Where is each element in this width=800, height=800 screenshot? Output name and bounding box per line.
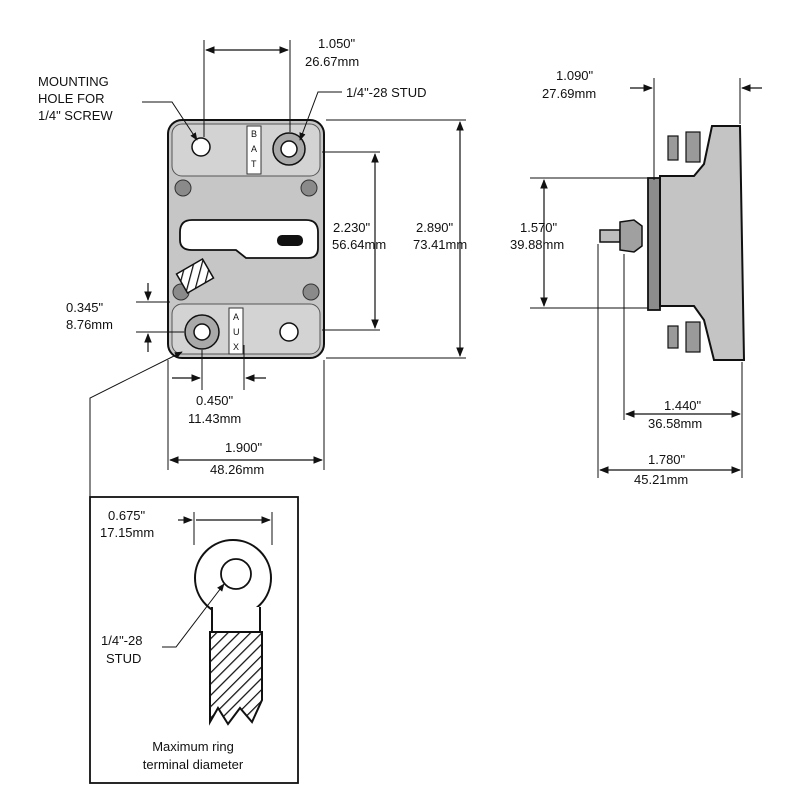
stud-label: 1/4"-28 STUD	[346, 85, 426, 100]
side-bottom-stud	[667, 325, 679, 349]
bat-label-strip	[246, 125, 262, 175]
ring-terminal-hole	[220, 558, 252, 590]
leader-lines	[89, 91, 342, 500]
manual-trip-button	[175, 257, 215, 295]
ring-terminal-barrel	[209, 631, 263, 726]
dim-overall-depth-inch: 1.780"	[648, 452, 686, 467]
dim-hole-inset-inch: 0.450"	[196, 393, 234, 408]
dim-inner-height-inch: 2.230"	[333, 220, 371, 235]
aux-stud-inner	[193, 323, 211, 341]
dim-inner-height-mm: 56.64mm	[332, 237, 386, 252]
dim-stud-spacing-mm: 26.67mm	[305, 54, 359, 69]
bat-letter: T	[251, 159, 257, 169]
dim-hole-offset-mm: 8.76mm	[66, 317, 113, 332]
side-view	[599, 125, 746, 361]
screw-icon	[174, 179, 192, 197]
dim-hole-inset-mm: 11.43mm	[188, 411, 241, 426]
screw-icon	[300, 179, 318, 197]
dim-base-depth-mm: 36.58mm	[648, 416, 702, 431]
aux-label-strip	[228, 307, 244, 355]
side-stud-shaft	[599, 229, 621, 243]
side-top-stud	[685, 131, 701, 163]
mounting-hole-bottom	[279, 322, 299, 342]
detail-caption-line: terminal diameter	[143, 757, 244, 772]
detail-caption-line: Maximum ring	[152, 739, 234, 754]
bat-stud-inner	[280, 140, 298, 158]
side-mounting-plate	[647, 177, 661, 311]
detail-stud-label-line: 1/4"-28	[101, 633, 142, 648]
front-labels: MOUNTING HOLE FOR 1/4" SCREW 1/4"-28 STU…	[38, 36, 467, 477]
dim-plate-height-inch: 1.570"	[520, 220, 558, 235]
side-top-stud	[667, 135, 679, 161]
bat-letter: A	[251, 144, 257, 154]
dim-top-depth-mm: 27.69mm	[542, 86, 596, 101]
dim-width-inch: 1.900"	[225, 440, 263, 455]
bat-letter: B	[251, 129, 257, 139]
dim-top-depth-inch: 1.090"	[556, 68, 594, 83]
reset-lever-slot	[179, 219, 319, 259]
side-labels: 1.090" 27.69mm 1.570" 39.88mm 1.440" 36.…	[510, 68, 702, 487]
dim-overall-height-mm: 73.41mm	[413, 237, 467, 252]
side-extension-lines	[530, 78, 743, 478]
detail-stud-label-line: STUD	[106, 651, 141, 666]
aux-letter: A	[233, 312, 239, 322]
trip-indicator	[277, 235, 303, 246]
dim-overall-depth-mm: 45.21mm	[634, 472, 688, 487]
dim-hole-offset-inch: 0.345"	[66, 300, 104, 315]
mounting-hole-label-line: MOUNTING	[38, 74, 109, 89]
side-dimension-lines	[540, 84, 762, 474]
dim-overall-height-inch: 2.890"	[416, 220, 454, 235]
dim-ring-diameter-mm: 17.15mm	[100, 525, 154, 540]
dim-plate-height-mm: 39.88mm	[510, 237, 564, 252]
ring-terminal-detail: 0.675" 17.15mm 1/4"-28 STUD Maximum ring…	[89, 496, 299, 784]
aux-letter: X	[233, 342, 239, 352]
mounting-hole-label-line: HOLE FOR	[38, 91, 104, 106]
ring-terminal-neck	[211, 607, 261, 633]
side-bottom-stud	[685, 321, 701, 353]
front-extension-lines	[136, 40, 466, 470]
front-dimension-lines	[144, 46, 464, 464]
dim-base-depth-inch: 1.440"	[664, 398, 702, 413]
side-stud-nut	[619, 219, 643, 253]
mounting-hole-top	[191, 137, 211, 157]
screw-icon	[302, 283, 320, 301]
side-housing	[659, 125, 746, 361]
dim-stud-spacing-inch: 1.050"	[318, 36, 356, 51]
dim-ring-diameter-inch: 0.675"	[108, 508, 146, 523]
aux-letter: U	[233, 327, 240, 337]
dim-width-mm: 48.26mm	[210, 462, 264, 477]
mounting-hole-label-line: 1/4" SCREW	[38, 108, 113, 123]
front-view	[167, 119, 325, 359]
